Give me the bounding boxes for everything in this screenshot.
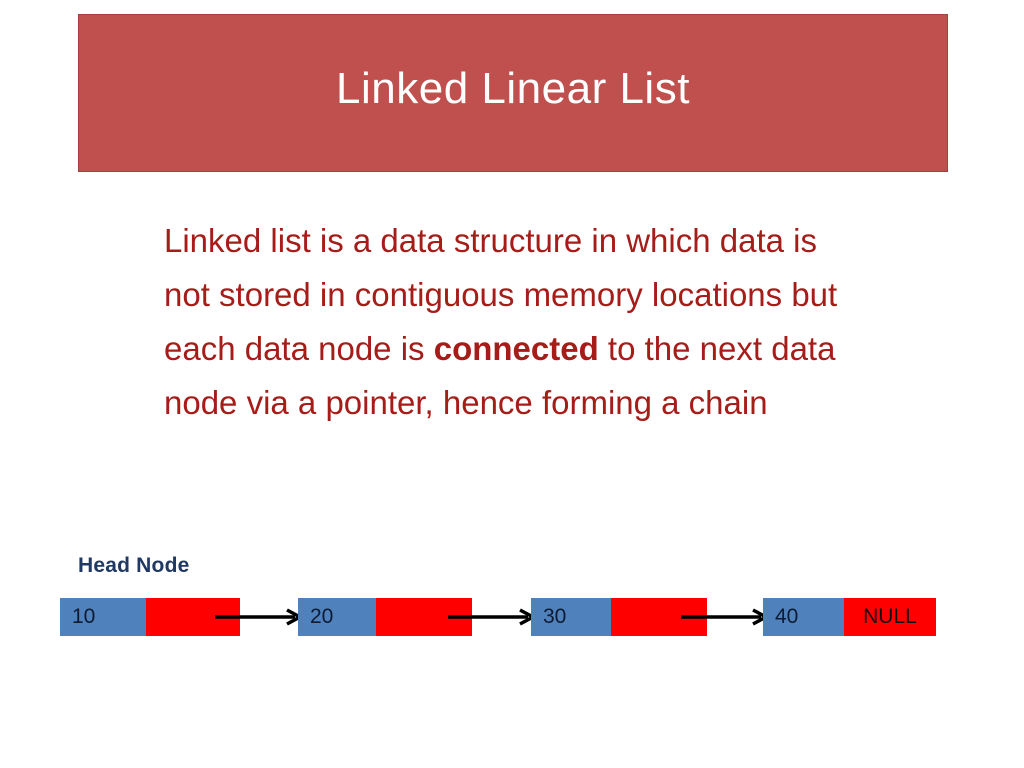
body-paragraph-segment-2: to the next data node via a pointer, hen… <box>164 330 845 421</box>
list-node: 10 <box>60 598 240 636</box>
node-data-cell: 20 <box>298 598 376 636</box>
pointer-arrow <box>448 607 538 627</box>
node-data-cell: 30 <box>531 598 611 636</box>
head-node-label: Head Node <box>78 554 190 577</box>
node-null-terminator: NULL <box>844 598 936 636</box>
page-title: Linked Linear List <box>336 64 690 113</box>
slide-title-banner: Linked Linear List <box>78 14 948 172</box>
list-node: 40 NULL <box>763 598 936 636</box>
body-paragraph-segment-1: Linked list is a data structure in which… <box>164 222 847 367</box>
node-data-cell: 10 <box>60 598 146 636</box>
pointer-arrow <box>215 607 305 627</box>
body-paragraph-bold-word: connected <box>433 330 599 367</box>
linked-list-diagram: 10 20 30 40 NULL <box>0 598 1024 644</box>
pointer-arrow <box>681 607 771 627</box>
list-node: 20 <box>298 598 472 636</box>
body-paragraph: Linked list is a data structure in which… <box>164 214 864 430</box>
slide-body: Linked list is a data structure in which… <box>164 214 864 430</box>
node-data-cell: 40 <box>763 598 844 636</box>
